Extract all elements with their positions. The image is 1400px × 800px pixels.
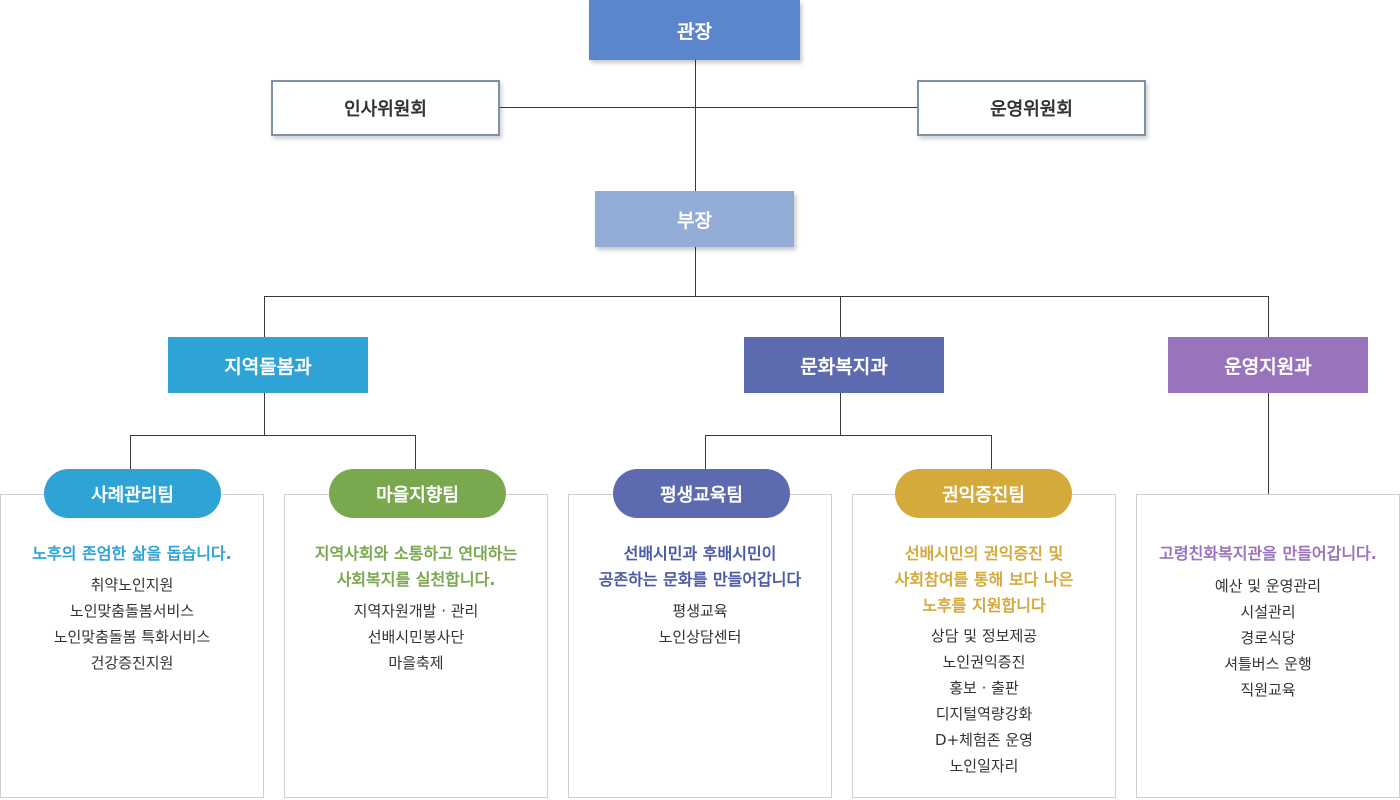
team-duty-list: 평생교육 노인상담센터: [569, 598, 831, 650]
connector-dept-2: [840, 296, 841, 337]
personnel-committee-label: 인사위원회: [344, 99, 427, 120]
list-item: D+체험존 운영: [935, 731, 1033, 749]
connector-team-1: [130, 435, 131, 469]
list-item: 시설관리: [1240, 603, 1296, 621]
team-duty-list: 상담 및 정보제공 노인권익증진 홍보 · 출판 디지털역량강화 D+체험존 운…: [853, 623, 1115, 779]
operations-committee-box: 운영위원회: [917, 80, 1146, 136]
connector-dept1-down: [264, 393, 265, 435]
connector-dept2-horizontal: [705, 435, 992, 436]
team-card-operations-support: 고령친화복지관을 만들어갑니다. 예산 및 운영관리 시설관리 경로식당 셔틀버…: [1136, 494, 1400, 798]
team-card-village-oriented: 지역사회와 소통하고 연대하는 사회복지를 실천합니다. 지역자원개발 · 관리…: [284, 494, 548, 798]
connector-dept1-horizontal: [130, 435, 416, 436]
connector-manager-down: [695, 247, 696, 296]
manager-box: 부장: [595, 191, 794, 247]
director-label: 관장: [677, 20, 712, 43]
operations-committee-label: 운영위원회: [990, 99, 1073, 120]
list-item: 예산 및 운영관리: [1214, 577, 1322, 595]
list-item: 경로식당: [1240, 629, 1296, 647]
connector-team-3: [705, 435, 706, 469]
team-duty-list: 취약노인지원 노인맞춤돌봄서비스 노인맞춤돌봄 특화서비스 건강증진지원: [1, 572, 263, 676]
list-item: 평생교육: [672, 602, 728, 620]
team-pill-case-management: 사례관리팀: [44, 469, 221, 518]
department-label: 문화복지과: [800, 355, 888, 378]
list-item: 건강증진지원: [90, 654, 174, 672]
team-label: 사례관리팀: [91, 484, 174, 506]
list-item: 취약노인지원: [90, 576, 174, 594]
team-headline: 선배시민과 후배시민이 공존하는 문화를 만들어갑니다: [598, 544, 802, 589]
list-item: 지역자원개발 · 관리: [353, 602, 479, 620]
team-pill-village-oriented: 마을지향팀: [329, 469, 506, 518]
department-operations-support: 운영지원과: [1168, 337, 1368, 393]
connector-director-manager: [695, 60, 696, 191]
director-box: 관장: [589, 0, 800, 60]
list-item: 상담 및 정보제공: [930, 627, 1038, 645]
list-item: 홍보 · 출판: [949, 679, 1019, 697]
team-card-lifelong-education: 선배시민과 후배시민이 공존하는 문화를 만들어갑니다 평생교육 노인상담센터: [568, 494, 832, 798]
personnel-committee-box: 인사위원회: [271, 80, 500, 136]
list-item: 노인일자리: [949, 757, 1019, 775]
list-item: 디지털역량강화: [935, 705, 1033, 723]
manager-label: 부장: [677, 209, 712, 232]
team-duty-list: 예산 및 운영관리 시설관리 경로식당 셔틀버스 운행 직원교육: [1137, 573, 1399, 703]
connector-dept-3: [1268, 296, 1269, 337]
team-card-case-management: 노후의 존엄한 삶을 돕습니다. 취약노인지원 노인맞춤돌봄서비스 노인맞춤돌봄…: [0, 494, 264, 798]
team-pill-rights-promotion: 권익증진팀: [895, 469, 1072, 518]
connector-team-2: [415, 435, 416, 469]
connector-dept3-down: [1268, 393, 1269, 494]
list-item: 선배시민봉사단: [367, 628, 465, 646]
connector-dept-horizontal: [264, 296, 1269, 297]
team-card-rights-promotion: 선배시민의 권익증진 및 사회참여를 통해 보다 나은 노후를 지원합니다 상담…: [852, 494, 1116, 798]
team-label: 권익증진팀: [942, 484, 1025, 506]
team-headline: 고령친화복지관을 만들어갑니다.: [1159, 544, 1377, 563]
department-label: 운영지원과: [1224, 355, 1312, 378]
team-label: 평생교육팀: [660, 484, 743, 506]
team-headline: 선배시민의 권익증진 및 사회참여를 통해 보다 나은 노후를 지원합니다: [894, 544, 1074, 615]
department-community-care: 지역돌봄과: [168, 337, 368, 393]
team-headline: 지역사회와 소통하고 연대하는 사회복지를 실천합니다.: [314, 544, 518, 589]
team-headline: 노후의 존엄한 삶을 돕습니다.: [32, 544, 232, 563]
department-cultural-welfare: 문화복지과: [744, 337, 944, 393]
team-pill-lifelong-education: 평생교육팀: [613, 469, 790, 518]
list-item: 셔틀버스 운행: [1224, 655, 1312, 673]
list-item: 노인권익증진: [942, 653, 1026, 671]
team-label: 마을지향팀: [376, 484, 459, 506]
list-item: 직원교육: [1240, 681, 1296, 699]
list-item: 마을축제: [388, 654, 444, 672]
connector-dept2-down: [840, 393, 841, 435]
list-item: 노인맞춤돌봄 특화서비스: [53, 628, 211, 646]
list-item: 노인맞춤돌봄서비스: [69, 602, 195, 620]
connector-team-4: [991, 435, 992, 469]
list-item: 노인상담센터: [658, 628, 742, 646]
connector-dept-1: [264, 296, 265, 337]
team-duty-list: 지역자원개발 · 관리 선배시민봉사단 마을축제: [285, 598, 547, 676]
connector-committees: [499, 107, 918, 108]
department-label: 지역돌봄과: [224, 355, 312, 378]
